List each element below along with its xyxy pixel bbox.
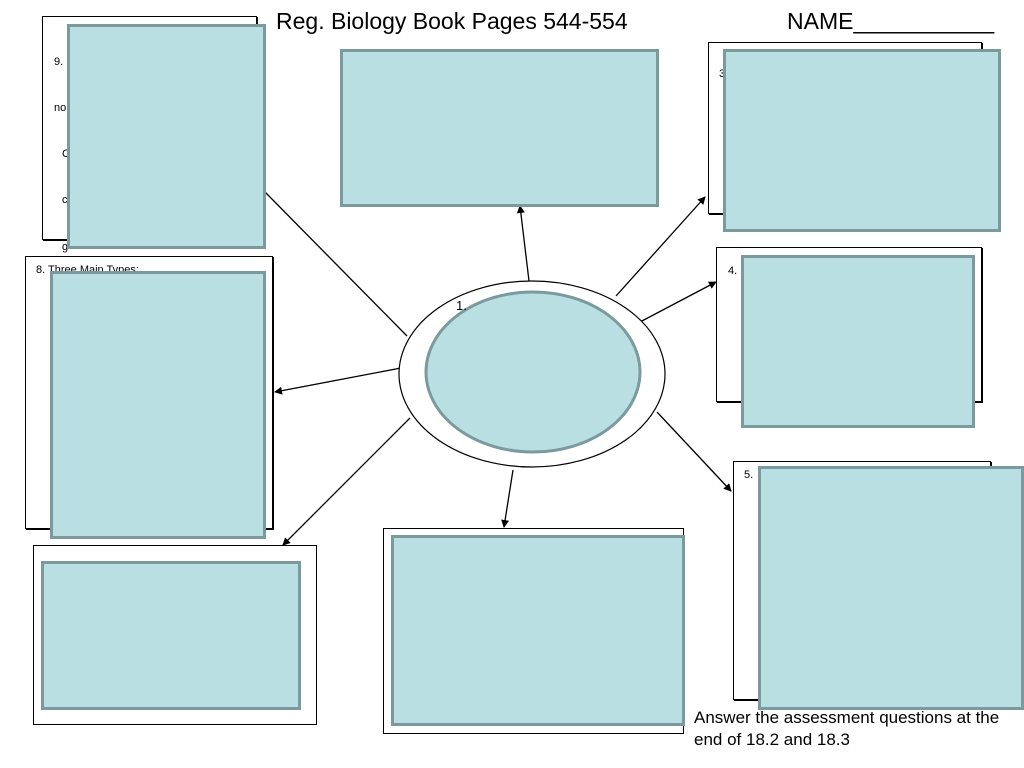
arrow-to-top-box xyxy=(516,205,530,282)
arrow-to-bottom-left-box xyxy=(282,417,411,546)
bottom-center-cover[interactable] xyxy=(391,535,685,726)
box-9-label-line: g xyxy=(62,240,69,253)
box-5-label: 5. xyxy=(744,469,754,481)
arrow-to-box-5 xyxy=(656,411,732,492)
box-4-label: 4. xyxy=(728,265,738,277)
arrow-to-box-3 xyxy=(615,196,706,297)
box-9-label-line: no xyxy=(54,102,67,115)
box-4-cover[interactable] xyxy=(741,255,975,428)
box-9-label-line: C xyxy=(62,148,70,161)
box-5-cover[interactable] xyxy=(758,466,1024,710)
page-title: Reg. Biology Book Pages 544-554 xyxy=(276,8,628,34)
box-8-cover[interactable] xyxy=(50,271,266,539)
arrow-to-bottom-center-box xyxy=(501,469,514,528)
assessment-instructions: Answer the assessment questions at the e… xyxy=(694,708,1000,749)
name-field-label: NAME___________ xyxy=(787,8,995,34)
bottom-left-cover[interactable] xyxy=(41,561,301,710)
box-9-label-line: 9. xyxy=(54,55,64,68)
box-3-cover[interactable] xyxy=(723,49,1001,232)
box-9-label-line: c xyxy=(62,194,68,207)
arrow-to-box-4 xyxy=(639,281,717,323)
box-9-cover[interactable] xyxy=(67,24,266,249)
center-label: 1. xyxy=(456,298,467,313)
top-center-cover[interactable] xyxy=(340,49,659,207)
box-3-label: 3 xyxy=(719,68,725,80)
arrow-to-box-8 xyxy=(274,367,402,395)
line-to-box-9 xyxy=(264,191,408,337)
center-concept-ellipse xyxy=(398,280,666,468)
